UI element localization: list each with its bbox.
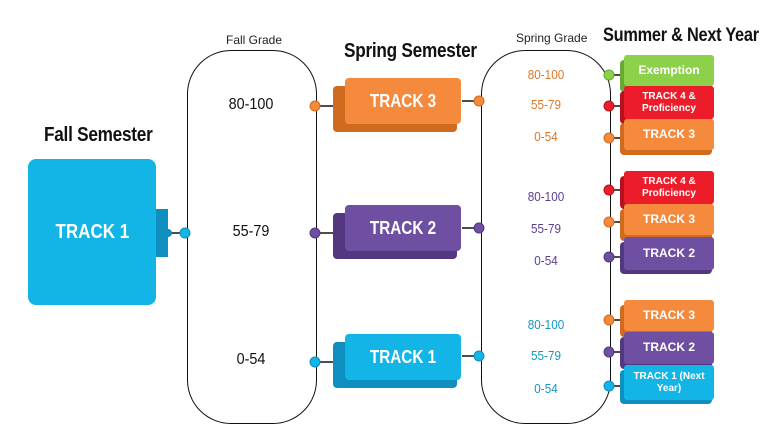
spring-grade-t2-low: 0-54 [534, 253, 558, 268]
spring-track-3: TRACK 3 [345, 78, 461, 124]
spring-grade-t2-high: 80-100 [527, 189, 565, 204]
fall-track-1: TRACK 1 [28, 159, 156, 305]
outcome-track3-b: TRACK 3 [624, 204, 714, 235]
summer-next-year-heading: Summer & Next Year [603, 25, 759, 46]
fall-grade-heading: Fall Grade [226, 33, 283, 47]
spring-grade-heading: Spring Grade [516, 31, 588, 45]
spring-grade-pill [481, 50, 611, 424]
outcome-track2-b: TRACK 2 [624, 332, 714, 364]
outcome-track3-c: TRACK 3 [624, 300, 714, 331]
spring-grade-t3-low: 0-54 [534, 129, 558, 144]
spring-track-2: TRACK 2 [345, 205, 461, 251]
fall-grade-mid: 55-79 [232, 223, 270, 240]
outcome-track3-a: TRACK 3 [624, 119, 714, 150]
fall-grade-high: 80-100 [228, 96, 274, 113]
spring-semester-heading: Spring Semester [344, 40, 477, 62]
spring-grade-t1-mid: 55-79 [531, 348, 561, 363]
outcome-track4-proficiency-b: TRACK 4 & Proficiency [624, 171, 714, 204]
spring-track-1-label: TRACK 1 [369, 346, 437, 367]
fall-semester-heading: Fall Semester [44, 124, 153, 146]
fall-grade-low: 0-54 [236, 351, 266, 368]
outcome-track4-proficiency-a: TRACK 4 & Proficiency [624, 86, 714, 119]
spring-track-2-label: TRACK 2 [369, 217, 437, 238]
spring-grade-t1-low: 0-54 [534, 381, 558, 396]
spring-track-3-label: TRACK 3 [369, 90, 437, 111]
outcome-track1-next-year: TRACK 1 (Next Year) [624, 365, 714, 400]
fall-track-1-label: TRACK 1 [55, 220, 129, 243]
outcome-exemption: Exemption [624, 55, 714, 86]
spring-grade-t2-mid: 55-79 [531, 221, 561, 236]
spring-track-1: TRACK 1 [345, 334, 461, 380]
outcome-track2-a: TRACK 2 [624, 237, 714, 270]
spring-grade-t3-mid: 55-79 [531, 97, 561, 112]
spring-grade-t1-high: 80-100 [527, 317, 565, 332]
spring-grade-t3-high: 80-100 [527, 67, 565, 82]
